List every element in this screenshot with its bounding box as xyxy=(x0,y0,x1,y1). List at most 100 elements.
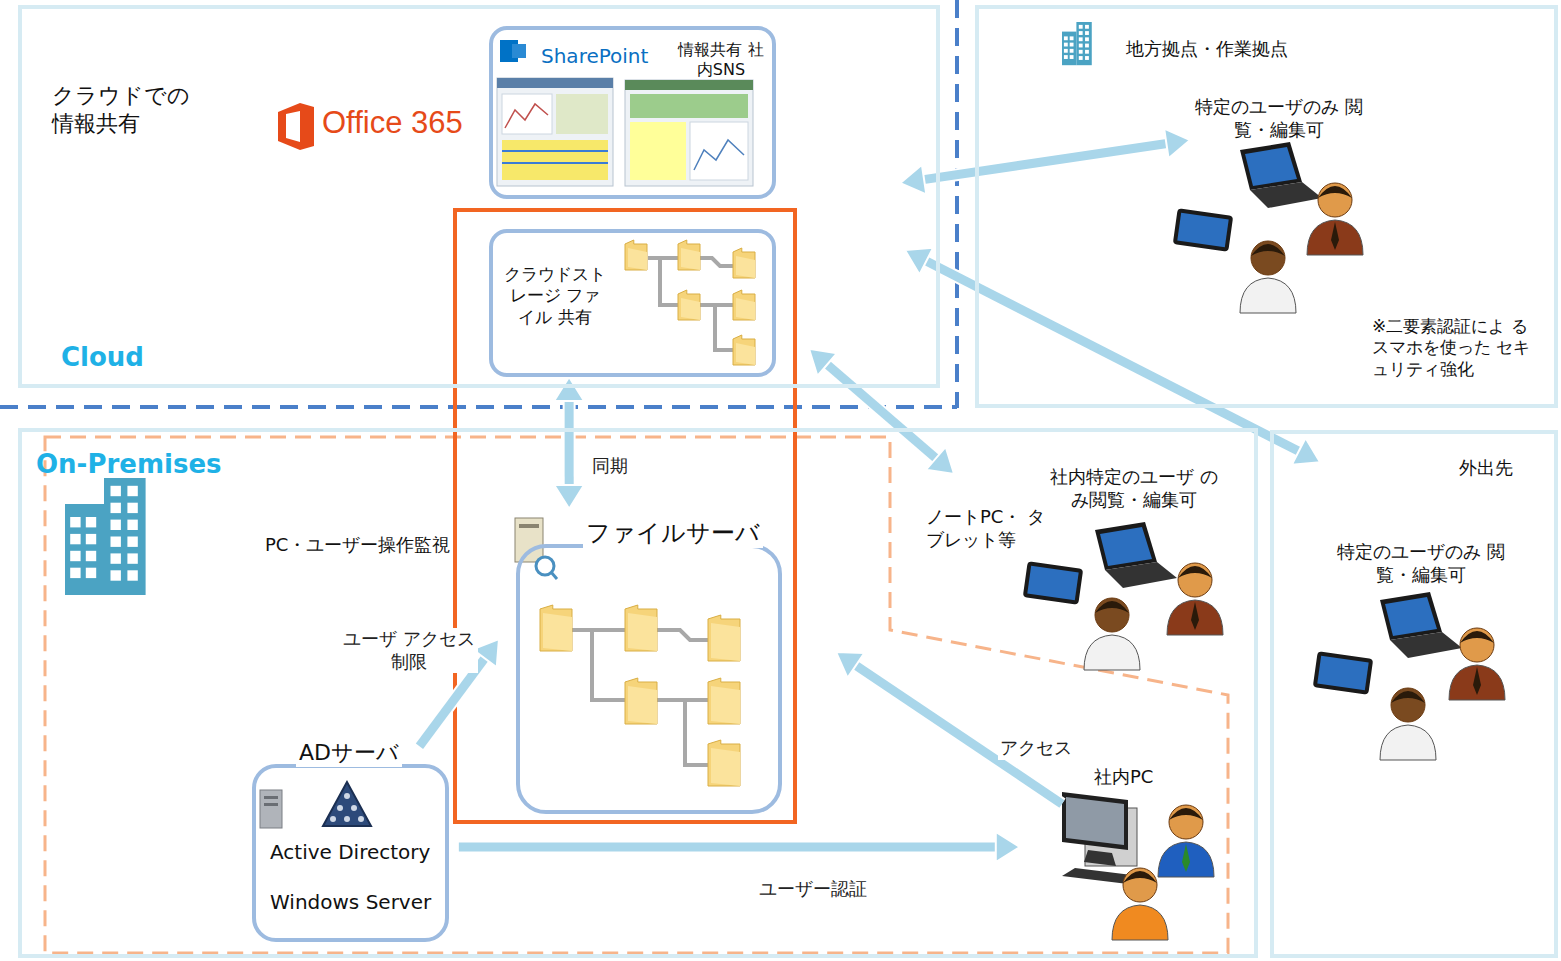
person-icon xyxy=(1167,563,1223,635)
edge-label: ユーザ アクセス制限 xyxy=(340,628,478,673)
rounded-box: SharePoint情報共有 社内SNS xyxy=(489,26,776,199)
edge-label: アクセス xyxy=(998,737,1074,760)
edge-label: 同期 xyxy=(590,455,630,478)
arrow-head xyxy=(554,485,584,509)
person-icon xyxy=(1449,628,1505,700)
node-text: ノートPC・ タブレット等 xyxy=(926,506,1054,551)
person-icon xyxy=(1240,241,1296,313)
screenshot xyxy=(625,80,753,186)
rounded-box: ADサーバActive DirectoryWindows Server xyxy=(252,764,449,942)
active-directory-icon xyxy=(323,782,371,826)
folder-icon xyxy=(678,240,700,270)
connector-outline xyxy=(563,397,576,489)
person-icon xyxy=(1158,805,1214,877)
desktop-pc-icon xyxy=(1062,792,1140,884)
node-text: 外出先 xyxy=(1459,457,1513,480)
building-icon xyxy=(1062,22,1092,65)
tree-line xyxy=(700,258,733,266)
folder-icon xyxy=(708,678,740,724)
person-icon xyxy=(1084,598,1140,670)
tablet-icon xyxy=(1173,208,1233,251)
connector-arrow xyxy=(836,652,1062,804)
connector-line xyxy=(853,663,1062,804)
connector-line xyxy=(824,362,939,461)
connector-arrow xyxy=(459,832,1020,862)
connector-outline xyxy=(920,143,1170,180)
connector-line xyxy=(923,259,1303,453)
arrow-head xyxy=(926,447,954,474)
folder-icon xyxy=(708,740,740,786)
node-text: 特定のユーザのみ 閲覧・編集可 xyxy=(1184,96,1374,141)
network-outline xyxy=(45,437,1228,953)
connector-line xyxy=(459,842,1000,851)
folder-icon xyxy=(733,290,755,320)
person-icon xyxy=(1112,868,1168,940)
edge-label: ユーザー認証 xyxy=(757,878,869,901)
office-logo xyxy=(278,103,314,150)
free-label: Office 365 xyxy=(322,104,463,143)
connector-outline xyxy=(459,840,1000,853)
laptop-icon xyxy=(1095,522,1177,588)
separator-line xyxy=(0,405,957,409)
node-text: On-Premises xyxy=(36,448,222,481)
region-box: 地方拠点・作業拠点特定のユーザのみ 閲覧・編集可 ※二要素認証によ るスマホを使っ… xyxy=(975,5,1558,408)
connector-outline xyxy=(923,259,1303,453)
node-text: ファイルサーバ xyxy=(583,518,763,548)
folder-icon xyxy=(678,290,700,320)
node-text: Cloud xyxy=(61,341,144,374)
region-box: On-Premises ファイルサーバ ADサーバActive DirectoryW… xyxy=(18,428,1258,958)
rounded-box: クラウドスト レージ ファイル 共有 xyxy=(489,229,776,377)
tablet-icon xyxy=(1023,561,1083,604)
node-text: ADサーバ xyxy=(296,739,402,767)
person-icon xyxy=(1307,183,1363,255)
arrow-head xyxy=(996,832,1020,862)
free-label: PC・ユーザー操作監視 xyxy=(265,534,450,557)
node-text: 地方拠点・作業拠点 xyxy=(1126,38,1288,61)
region-box: 外出先特定のユーザのみ 閲覧・編集可 xyxy=(1270,430,1558,958)
tree-line xyxy=(685,700,708,765)
tree-line xyxy=(572,628,625,632)
tree-line xyxy=(657,698,708,702)
node-text: 社内PC xyxy=(1094,766,1153,789)
node-text: クラウドスト レージ ファイル 共有 xyxy=(502,264,608,328)
server-icon xyxy=(260,790,282,828)
node-text: SharePoint xyxy=(541,44,648,69)
device-group: 社内PC xyxy=(1054,764,1234,954)
folder-icon xyxy=(625,605,657,651)
person-icon xyxy=(1380,688,1436,760)
arrow-head xyxy=(1292,438,1320,465)
screenshot xyxy=(497,78,613,186)
folder-icon xyxy=(733,335,755,365)
tree-line xyxy=(648,256,678,260)
connector-outline xyxy=(853,663,1062,804)
node-text: 特定のユーザのみ 閲覧・編集可 xyxy=(1326,541,1516,586)
connector-arrow xyxy=(554,377,584,509)
arrow-head xyxy=(905,248,933,275)
tree-line xyxy=(660,258,678,305)
node-text: 社内特定のユーザ のみ閲覧・編集可 xyxy=(1044,466,1224,511)
node-text: ※二要素認証によ るスマホを使った セキュリティ強化 xyxy=(1372,316,1532,380)
folder-icon xyxy=(625,678,657,724)
node-text: クラウドでの 情報共有 xyxy=(52,82,202,137)
laptop-icon xyxy=(1240,142,1322,208)
arrow-head xyxy=(554,377,584,401)
arrow-head xyxy=(836,652,864,678)
rounded-box: ファイルサーバ xyxy=(516,544,782,814)
connector-outline xyxy=(824,362,939,461)
building-icon xyxy=(65,478,146,595)
highlight-box xyxy=(455,210,795,822)
folder-icon xyxy=(733,248,755,278)
arrow-head xyxy=(900,165,926,195)
tablet-icon xyxy=(1313,651,1373,694)
folder-icon xyxy=(540,605,572,651)
connector-line xyxy=(920,143,1170,180)
connector-arrow xyxy=(809,349,954,474)
connector-line xyxy=(565,397,574,489)
connector-arrow xyxy=(900,129,1190,195)
node-text: Active Directory xyxy=(270,840,430,865)
arrow-head xyxy=(809,349,837,376)
tree-line xyxy=(592,630,625,700)
